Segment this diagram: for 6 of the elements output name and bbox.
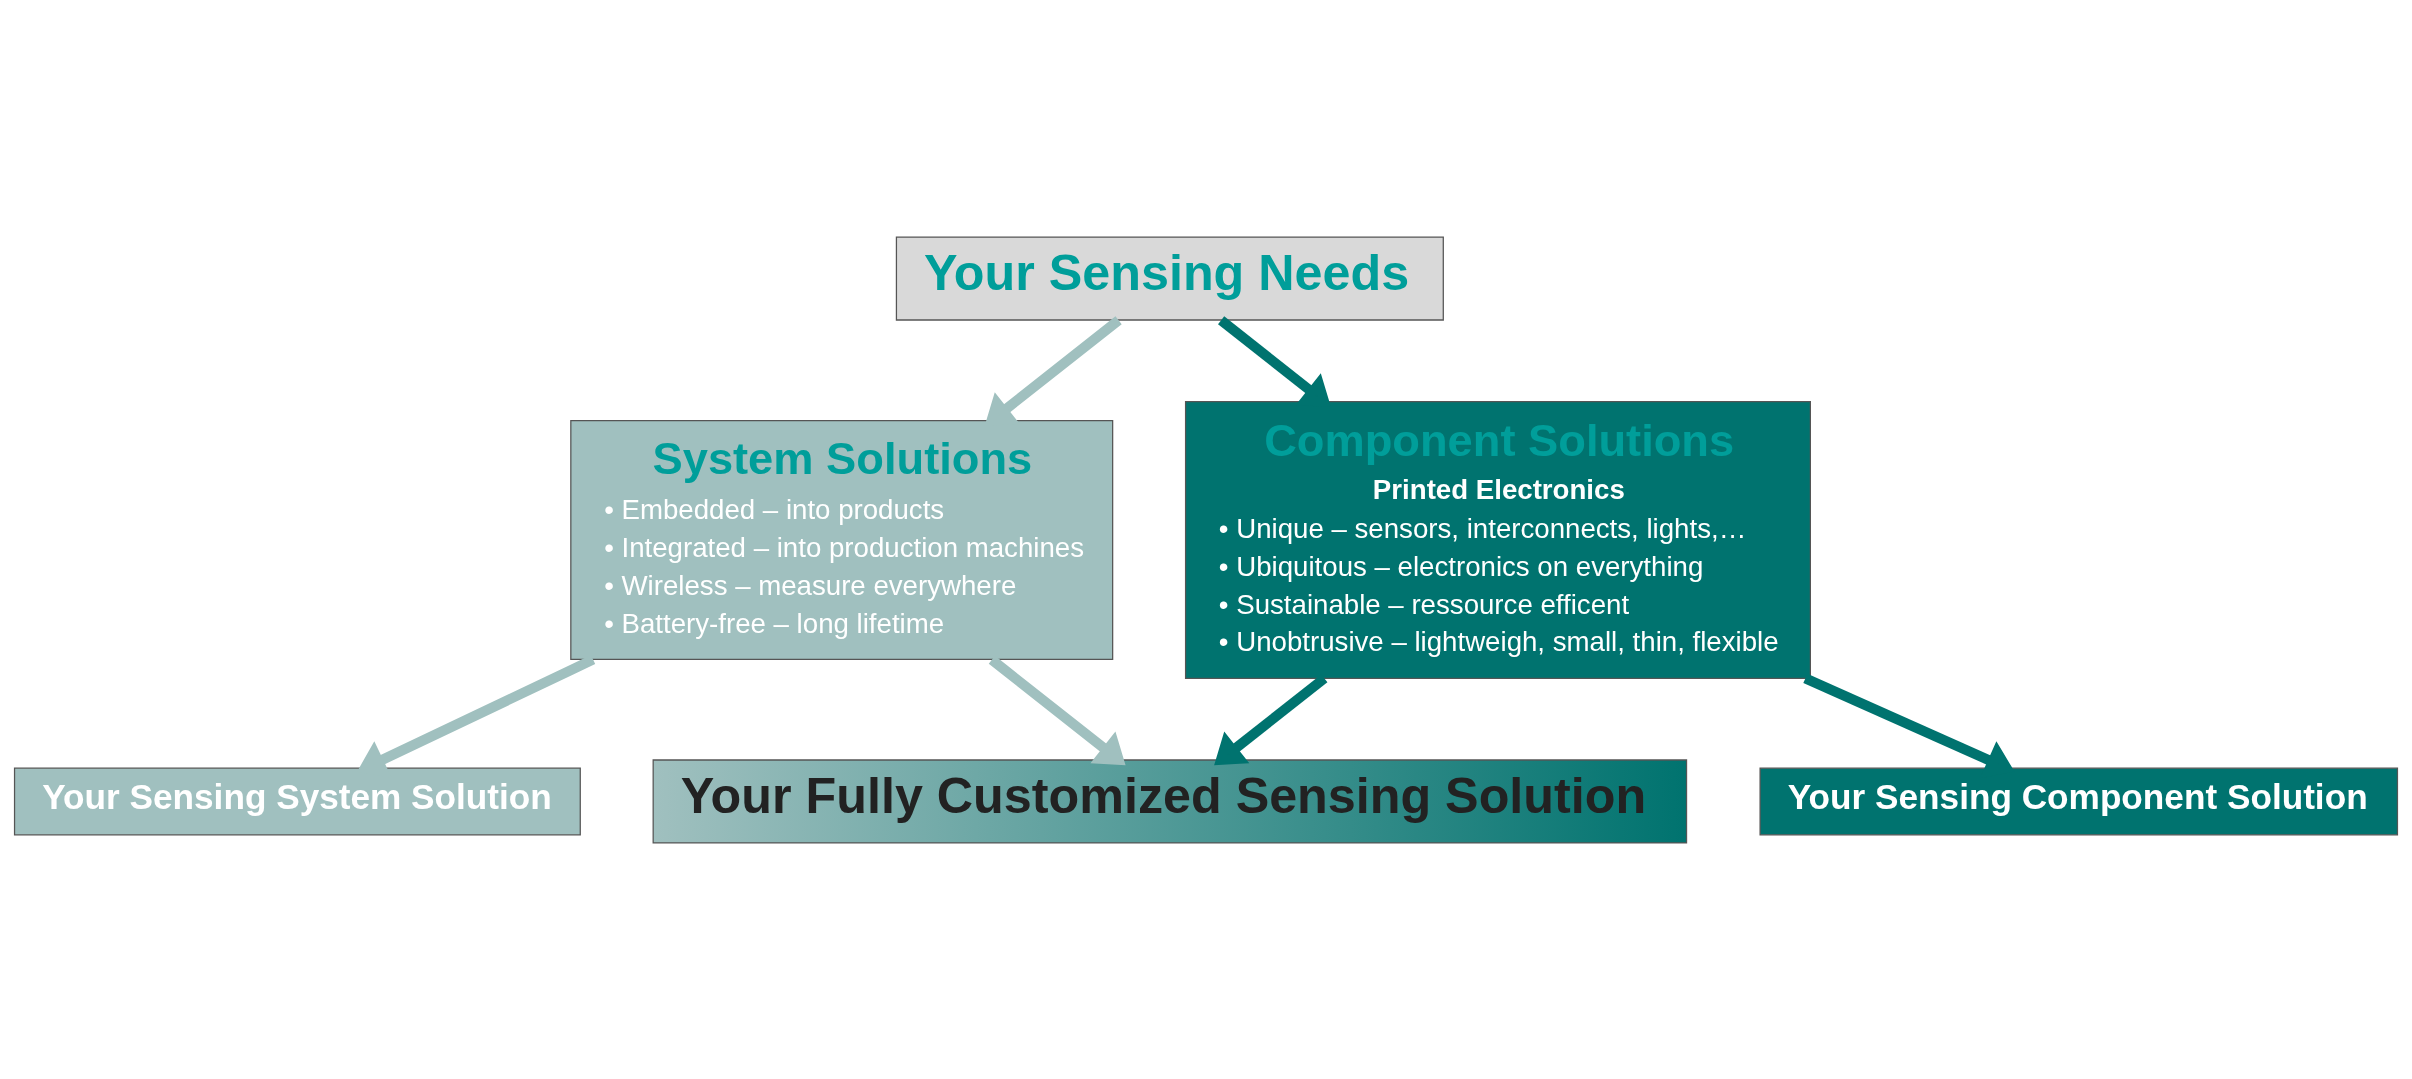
node-box: Your Sensing System Solution (13, 767, 581, 835)
node-box: System Solutions • Embedded – into products • Integrated – into production machines • Wireless – measure everywhere • Battery-free – long lifetime (570, 419, 1114, 660)
node-box: Your Fully Customized Sensing Solution (652, 758, 1688, 844)
node-box: Your Sensing Component Solution (1759, 767, 2399, 835)
node-box: Your Sensing Needs (895, 235, 1444, 321)
arrow (988, 655, 1126, 765)
